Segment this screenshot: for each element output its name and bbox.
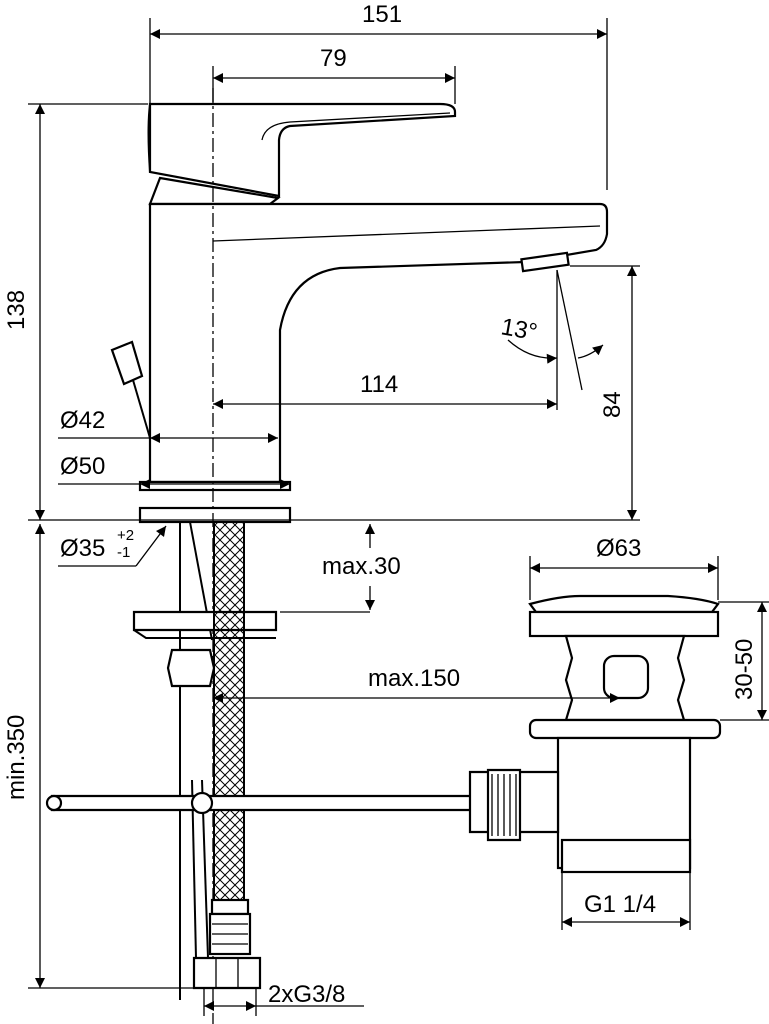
dim-overall-height: 138 (3, 290, 30, 330)
waste-plug (528, 594, 720, 614)
aerator (520, 251, 570, 273)
dim-spout-reach: 114 (360, 371, 398, 398)
dimension-lines (28, 18, 769, 1016)
tap-base (138, 480, 292, 492)
pop-up-rod (50, 794, 482, 812)
dim-spout-height: 84 (599, 391, 626, 418)
dim-base-diameter-large: Ø50 (60, 453, 105, 480)
braided-hose (213, 521, 245, 901)
dim-hole-diameter: Ø35 (60, 535, 105, 562)
dim-min-hose-length: min.350 (3, 715, 30, 800)
tap-body (148, 202, 609, 484)
dim-hole-tolerance-lower: -1 (117, 544, 130, 561)
dim-overall-width: 151 (362, 1, 402, 28)
dim-waste-diameter: Ø63 (596, 535, 641, 562)
dim-max-pop-up-length: max.150 (368, 665, 460, 692)
pop-up-lever (110, 340, 144, 386)
dim-max-deck-thickness: max.30 (322, 553, 401, 580)
dim-base-diameter-small: Ø42 (60, 407, 105, 434)
dim-hose-connections: 2xG3/8 (268, 981, 345, 1008)
dim-spray-angle: 13° (499, 313, 539, 346)
dim-hole-tolerance-upper: +2 (117, 527, 134, 544)
tap-handle (148, 102, 457, 198)
waste-drawing (468, 594, 722, 874)
dim-waste-thread: G1 1/4 (584, 891, 656, 918)
dim-waste-height-range: 30-50 (731, 639, 758, 700)
under-deck-assembly (45, 521, 482, 1000)
dim-handle-length: 79 (320, 45, 347, 72)
